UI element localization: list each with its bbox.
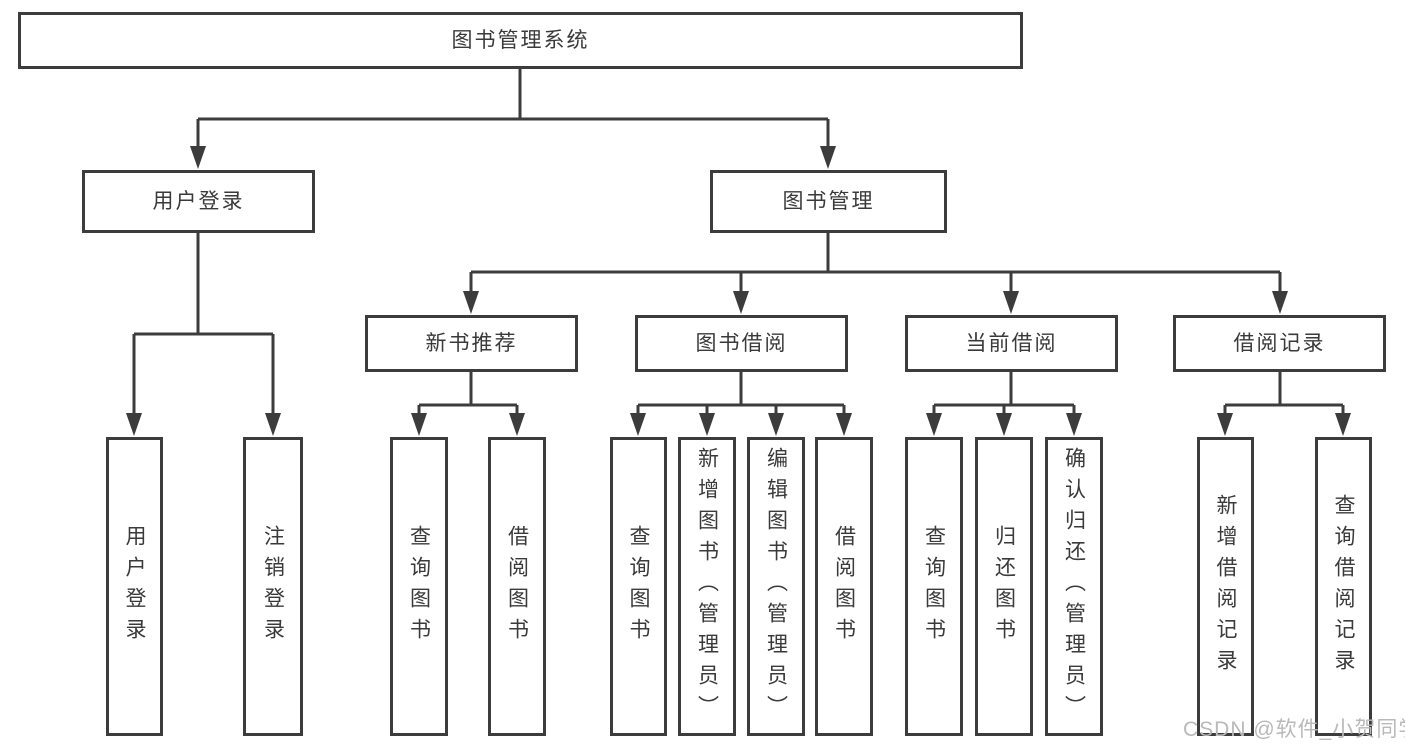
- node-bb-borrow-books: 借阅图书: [815, 437, 873, 736]
- connector-current-borrow-to-leaves: [926, 372, 1082, 436]
- node-bb-edit-books-label: 编辑图书（管理员）: [764, 447, 788, 726]
- node-new-book-rec-label: 新书推荐: [425, 332, 518, 355]
- node-br-add-record-label: 新增借阅记录: [1214, 493, 1237, 680]
- node-root: 图书管理系统: [18, 12, 1023, 69]
- node-cb-confirm-return-label: 确认归还（管理员）: [1062, 447, 1086, 726]
- node-br-query-record-label: 查询借阅记录: [1332, 493, 1355, 680]
- node-logout: 注销登录: [243, 437, 303, 736]
- node-nbr-query-books-label: 查询图书: [407, 524, 431, 649]
- node-book-borrow-label: 图书借阅: [695, 332, 788, 355]
- node-cb-query-books: 查询图书: [905, 437, 963, 736]
- node-br-add-record: 新增借阅记录: [1197, 437, 1254, 736]
- node-nbr-query-books: 查询图书: [390, 437, 448, 736]
- node-br-query-record: 查询借阅记录: [1315, 437, 1372, 736]
- node-login-label: 用户登录: [123, 524, 146, 649]
- node-user-login-label: 用户登录: [152, 190, 245, 213]
- node-bb-add-books-label: 新增图书（管理员）: [695, 447, 719, 726]
- connector-new-book-rec-to-leaves: [411, 372, 525, 436]
- connector-book-mgmt-to-level3: [463, 233, 1288, 314]
- csdn-watermark: CSDN @软件_小贺同学: [1183, 718, 1405, 741]
- node-root-label: 图书管理系统: [451, 29, 590, 52]
- node-book-mgmt-label: 图书管理: [782, 190, 875, 213]
- node-current-borrow-label: 当前借阅: [965, 332, 1058, 355]
- node-book-borrow: 图书借阅: [635, 315, 848, 372]
- node-nbr-borrow-books-label: 借阅图书: [505, 524, 529, 649]
- node-current-borrow: 当前借阅: [905, 315, 1118, 372]
- node-user-login: 用户登录: [82, 170, 315, 233]
- node-new-book-rec: 新书推荐: [365, 315, 578, 372]
- node-cb-query-books-label: 查询图书: [922, 524, 946, 649]
- node-cb-return-books: 归还图书: [975, 437, 1033, 736]
- node-bb-query-books: 查询图书: [610, 437, 667, 736]
- node-logout-label: 注销登录: [261, 524, 285, 649]
- node-bb-query-books-label: 查询图书: [627, 524, 650, 649]
- node-bb-edit-books: 编辑图书（管理员）: [747, 437, 805, 736]
- connector-book-borrow-to-leaves: [630, 372, 852, 436]
- node-cb-return-books-label: 归还图书: [992, 524, 1016, 649]
- node-cb-confirm-return: 确认归还（管理员）: [1045, 437, 1103, 736]
- node-nbr-borrow-books: 借阅图书: [488, 437, 546, 736]
- node-bb-add-books: 新增图书（管理员）: [678, 437, 736, 736]
- node-borrow-records: 借阅记录: [1173, 315, 1386, 372]
- connector-borrow-records-to-leaves: [1217, 372, 1351, 436]
- node-bb-borrow-books-label: 借阅图书: [832, 524, 856, 649]
- connector-root-to-level2: [190, 68, 836, 169]
- node-borrow-records-label: 借阅记录: [1233, 332, 1326, 355]
- connector-user-login-to-leaves: [126, 233, 281, 436]
- node-login: 用户登录: [106, 437, 163, 736]
- node-book-mgmt: 图书管理: [710, 170, 947, 233]
